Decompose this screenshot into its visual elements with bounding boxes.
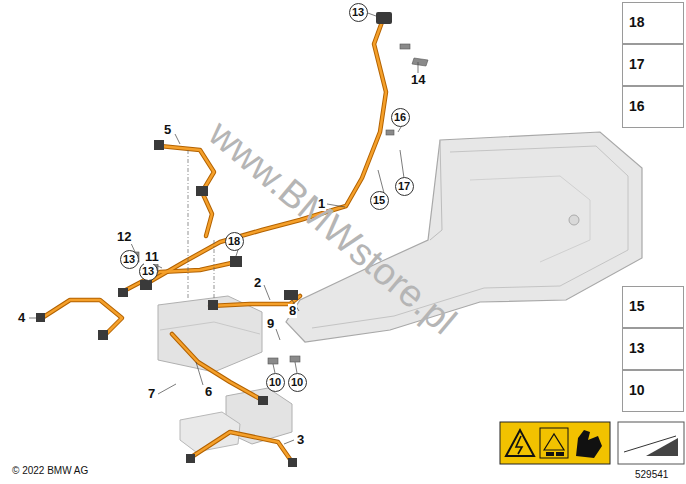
part-number: 3 bbox=[296, 433, 305, 447]
part-number: 4 bbox=[17, 311, 26, 325]
callout-circle: 10 bbox=[266, 373, 285, 392]
callout-circle: 13 bbox=[139, 262, 158, 281]
fastener-box: 10 bbox=[622, 370, 684, 412]
part-number: 2 bbox=[253, 276, 262, 290]
callout-number: 10 bbox=[629, 383, 645, 398]
callout-number: 13 bbox=[142, 265, 154, 277]
part-number: 6 bbox=[204, 385, 213, 399]
fastener-box: 16 bbox=[622, 86, 684, 128]
callout-number: 18 bbox=[629, 15, 645, 30]
part-number: 12 bbox=[116, 230, 132, 244]
part-number: 14 bbox=[410, 73, 426, 87]
callout-circle: 17 bbox=[395, 177, 414, 196]
diagram-number: 529541 bbox=[634, 469, 669, 480]
fastener-box: 18 bbox=[622, 2, 684, 44]
part-number: 7 bbox=[147, 387, 156, 401]
fastener-box: 17 bbox=[622, 44, 684, 86]
callout-number: 15 bbox=[373, 194, 385, 206]
callout-number: 17 bbox=[398, 180, 410, 192]
callout-number: 16 bbox=[629, 99, 645, 114]
callout-number: 18 bbox=[228, 235, 240, 247]
callout-number: 10 bbox=[291, 376, 303, 388]
callout-number: 10 bbox=[269, 376, 281, 388]
callout-number: 17 bbox=[629, 57, 645, 72]
callout-number: 13 bbox=[352, 6, 364, 18]
part-number: 5 bbox=[163, 123, 172, 137]
part-number: 9 bbox=[266, 317, 275, 331]
callout-circle: 10 bbox=[288, 373, 307, 392]
callout-circle: 16 bbox=[391, 108, 410, 127]
fastener-box: 15 bbox=[622, 286, 684, 328]
callout-number: 13 bbox=[629, 341, 645, 356]
fastener-box: 13 bbox=[622, 328, 684, 370]
part-number: 8 bbox=[288, 304, 297, 318]
callout-circle: 13 bbox=[349, 3, 368, 22]
part-number: 11 bbox=[144, 250, 160, 264]
callout-circle: 15 bbox=[370, 191, 389, 210]
callout-circle: 13 bbox=[120, 250, 139, 269]
callout-number: 13 bbox=[123, 253, 135, 265]
callout-number: 16 bbox=[394, 111, 406, 123]
copyright-note: © 2022 BMW AG bbox=[11, 465, 89, 476]
callout-circle: 18 bbox=[225, 232, 244, 251]
callout-number: 15 bbox=[629, 299, 645, 314]
